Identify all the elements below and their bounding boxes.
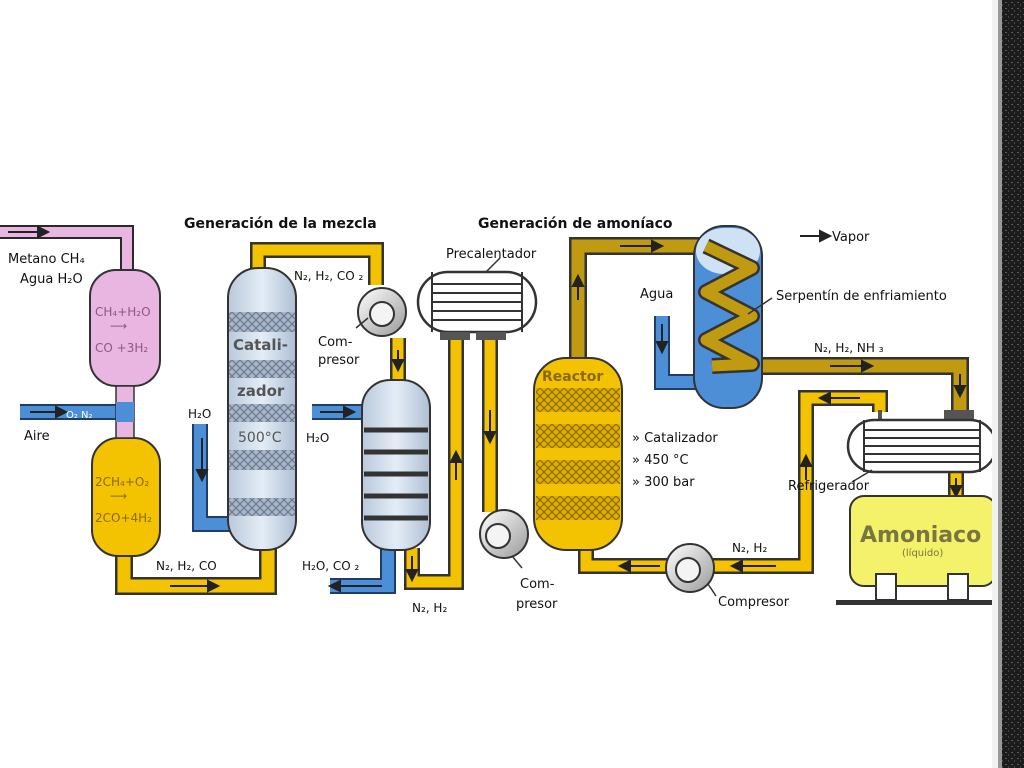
compressor1-label-line1: Com- xyxy=(318,335,353,350)
flow-arrows xyxy=(8,225,967,593)
stream-n2h2co: N₂, H₂, CO xyxy=(156,559,217,573)
stream-h2o-mid: H₂O xyxy=(306,431,329,445)
reformer1-arrow: ⟶ xyxy=(110,319,127,333)
compressor2-label-line2: presor xyxy=(516,597,558,612)
ammonia-state-label: (líquido) xyxy=(902,547,943,559)
reactor-label: Reactor xyxy=(542,369,603,385)
stream-n2h2-low: N₂, H₂ xyxy=(412,601,447,615)
compressor-2 xyxy=(479,509,529,559)
catalyst-line1: Catali- xyxy=(233,336,288,354)
stream-h2oco2: H₂O, CO ₂ xyxy=(302,559,360,573)
reformer2-line1: 2CH₄+O₂ xyxy=(95,475,149,489)
heading-ammonia: Generación de amoníaco xyxy=(478,216,673,232)
catalyst-line2: zador xyxy=(237,382,285,400)
stream-n2h2nh3: N₂, H₂, NH ₃ xyxy=(814,341,884,355)
input-methane: Metano CH₄ xyxy=(8,252,85,267)
reformer2-arrow: ⟶ xyxy=(110,489,127,503)
coil-label: Serpentín de enfriamiento xyxy=(776,289,947,304)
refrigerator xyxy=(846,410,998,474)
condition-catalyst: » Catalizador xyxy=(632,431,718,446)
catalyst-column xyxy=(227,267,297,551)
reformer1-line1: CH₄+H₂O xyxy=(95,305,151,319)
compressor-3 xyxy=(665,543,715,593)
compressor1-label-line2: presor xyxy=(318,353,360,368)
stream-h2o-left: H₂O xyxy=(188,407,211,421)
air-inlet xyxy=(116,402,134,422)
ammonia-tank xyxy=(836,495,1016,605)
preheater xyxy=(416,270,538,340)
preheater-label: Precalentador xyxy=(446,247,537,262)
cooling-water-label: Agua xyxy=(640,287,673,302)
stream-n2h2co2: N₂, H₂, CO ₂ xyxy=(294,269,364,283)
reactor xyxy=(533,357,623,551)
ammonia-loop-pipes xyxy=(569,237,969,412)
absorber-column xyxy=(361,379,431,551)
refrigerator-label: Refrigerador xyxy=(788,479,870,494)
compressor3-label: Compresor xyxy=(718,595,790,610)
cooling-tank xyxy=(693,225,763,409)
catalyst-temp: 500°C xyxy=(238,430,282,446)
heading-mix: Generación de la mezcla xyxy=(184,216,377,232)
stream-n2h2-right: N₂, H₂ xyxy=(732,541,767,555)
input-water: Agua H₂O xyxy=(20,272,83,287)
compressor2-label-line1: Com- xyxy=(520,577,555,592)
reformer2-line2: 2CO+4H₂ xyxy=(95,511,152,525)
input-o2n2: O₂ N₂ xyxy=(66,410,93,421)
condition-temperature: » 450 °C xyxy=(632,453,689,468)
reformer1-line2: CO +3H₂ xyxy=(95,341,148,355)
slide-border-frame xyxy=(992,0,1024,768)
input-air: Aire xyxy=(24,429,50,444)
leader-lines xyxy=(355,257,873,597)
steam-label: Vapor xyxy=(832,230,870,245)
compressor-1 xyxy=(357,287,407,337)
ammonia-tank-label: Amoniaco xyxy=(860,523,981,548)
condition-pressure: » 300 bar xyxy=(632,475,695,490)
